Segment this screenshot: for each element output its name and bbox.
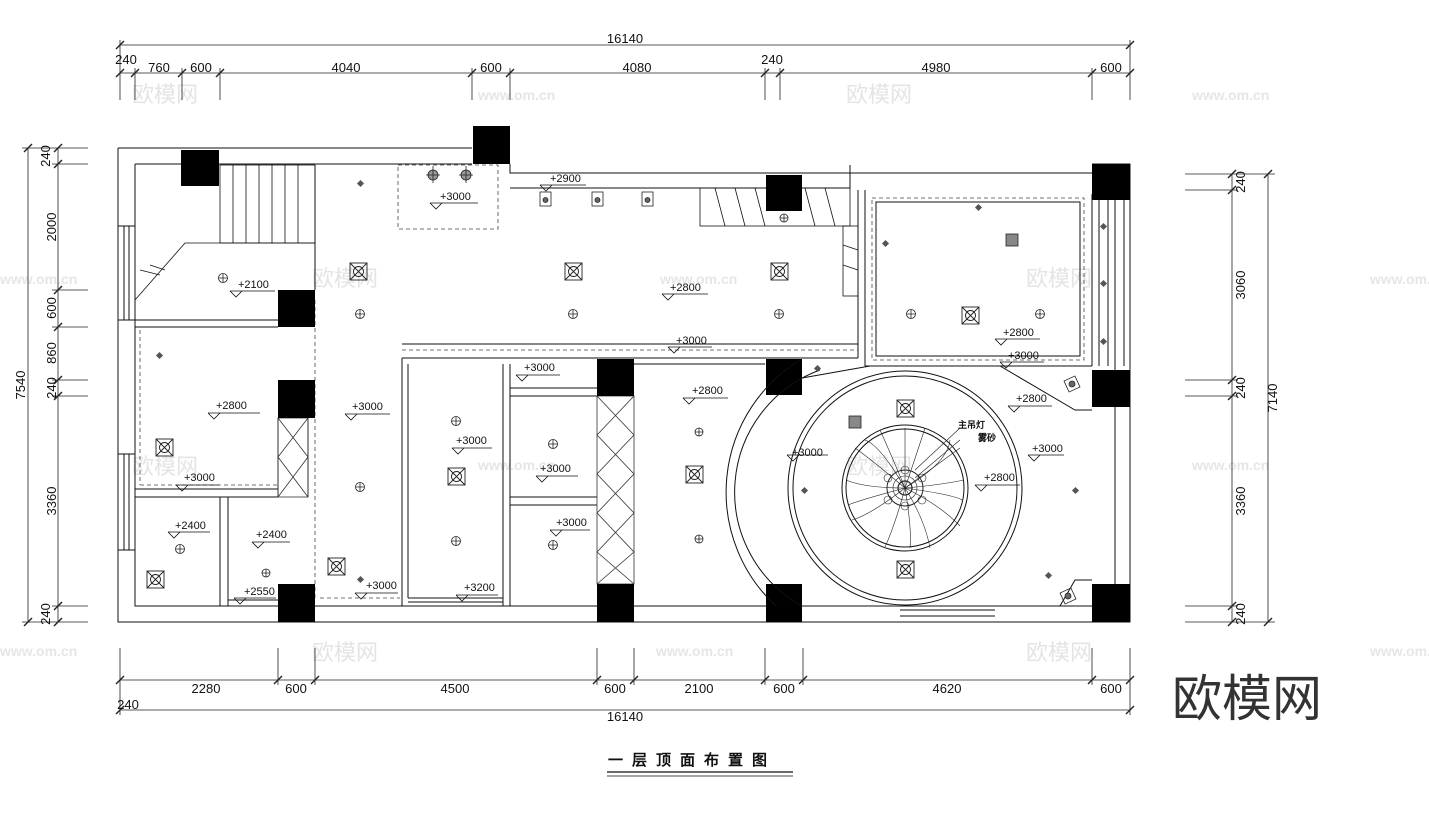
grille-lights [146,262,980,589]
elevation-label: +2400 [175,520,206,532]
dim-bottom: 600 [285,681,307,696]
elevation-label: +3000 [1008,350,1039,362]
elevation-label: +2800 [216,400,247,412]
elevation-label: +3000 [440,191,471,203]
elevation-markers [167,184,1064,605]
elevation-label: +3000 [456,435,487,447]
dim-top: 4980 [922,60,951,75]
dim-left: 240 [44,377,59,399]
dim-bottom: 240 [117,697,139,712]
dim-top: 240 [761,52,783,67]
elevation-labels: +3000 +2900 +2100 +2800 +3000 +2800 +300… [175,173,1063,598]
dim-bottom: 600 [773,681,795,696]
dim-top: 600 [480,60,502,75]
ceiling-outlines [139,164,1085,599]
elevation-label: +2900 [550,173,581,185]
watermark-text: 欧模网 [1026,267,1092,292]
watermark-url: www.om.cn [1191,87,1269,103]
watermark-url: www.om.cn [1369,271,1429,287]
watermark-layer: 欧模网 www.om.cn 欧模网 www.om.cn www.om.cn 欧模… [0,83,1429,666]
dim-bottom: 600 [1100,681,1122,696]
dim-top: 760 [148,60,170,75]
dim-top: 600 [1100,60,1122,75]
dim-bottom: 2280 [192,681,221,696]
elevation-label: +3000 [366,580,397,592]
elevation-label: +3000 [556,517,587,529]
elevation-label: +3000 [792,447,823,459]
dim-bottom: 4620 [933,681,962,696]
dim-right: 240 [1233,377,1248,399]
dim-left: 2000 [44,213,59,242]
dim-top: 4080 [623,60,652,75]
note-main-chandelier: 主吊灯 [958,419,985,431]
note-frosted: 雾砂 [977,432,996,444]
top-dimensions [115,40,1135,100]
elevation-label: +2800 [984,472,1015,484]
spiral-chandelier [845,427,965,549]
elevation-label: +3000 [352,401,383,413]
elevation-label: +3000 [1032,443,1063,455]
dim-right: 240 [1233,603,1248,625]
watermark-text: 欧模网 [1026,641,1092,666]
ceiling-lamps-gray [848,233,1019,429]
elevation-label: +2800 [692,385,723,397]
right-dimensions [1185,169,1275,627]
dim-bottom: 600 [604,681,626,696]
dim-left-total: 7540 [13,371,28,400]
watermark-text: 欧模网 [846,455,912,480]
watermark-url: www.om.cn [659,271,737,287]
dim-left: 240 [38,603,53,625]
watermark-url: www.om.cn [477,87,555,103]
elevation-label: +3000 [184,472,215,484]
elevation-label: +2800 [1016,393,1047,405]
watermark-url: www.om.cn [655,643,733,659]
watermark-url: www.om.cn [1369,643,1429,659]
dim-top: 600 [190,60,212,75]
left-dimensions [22,143,88,627]
watermark-url: www.om.cn [0,643,77,659]
dim-right-total: 7140 [1265,384,1280,413]
dim-right: 3360 [1233,487,1248,516]
elevation-label: +2400 [256,529,287,541]
drawing-title: 一层顶面布置图 [608,751,776,769]
dim-bottom-total: 16140 [607,709,643,724]
watermark-url: www.om.cn [0,271,77,287]
dim-right: 3060 [1233,271,1248,300]
downlights [175,213,1045,578]
elevation-label: +3000 [540,463,571,475]
circular-ceiling [725,359,1092,607]
elevation-label: +3000 [524,362,555,374]
pendant-lights [426,166,1081,605]
dim-left: 240 [38,145,53,167]
dim-left: 600 [44,297,59,319]
ceiling-frame [875,201,1081,357]
dim-left: 860 [44,342,59,364]
dim-top: 240 [115,52,137,67]
staircase [134,164,859,301]
watermark-text: 欧模网 [846,83,912,108]
elevation-label: +2550 [244,586,275,598]
elevation-label: +3000 [676,335,707,347]
watermark-text: 欧模网 [132,83,198,108]
watermark-url: www.om.cn [1191,457,1269,473]
elevation-label: +2800 [670,282,701,294]
bottom-dimensions [115,648,1135,715]
dim-left: 3360 [44,487,59,516]
brand-logo: 欧模网 [1172,670,1322,728]
dim-bottom: 2100 [685,681,714,696]
structural-columns [181,126,1130,622]
watermark-text: 欧模网 [312,641,378,666]
watermark-text: 欧模网 [312,267,378,292]
elevation-label: +2100 [238,279,269,291]
watermark-url: www.om.cn [477,457,555,473]
dim-top: 4040 [332,60,361,75]
dim-bottom: 4500 [441,681,470,696]
elevation-label: +3200 [464,582,495,594]
watermark-text: 欧模网 [132,455,198,480]
elevation-label: +2800 [1003,327,1034,339]
dim-right: 240 [1233,171,1248,193]
dim-top-total: 16140 [607,31,643,46]
